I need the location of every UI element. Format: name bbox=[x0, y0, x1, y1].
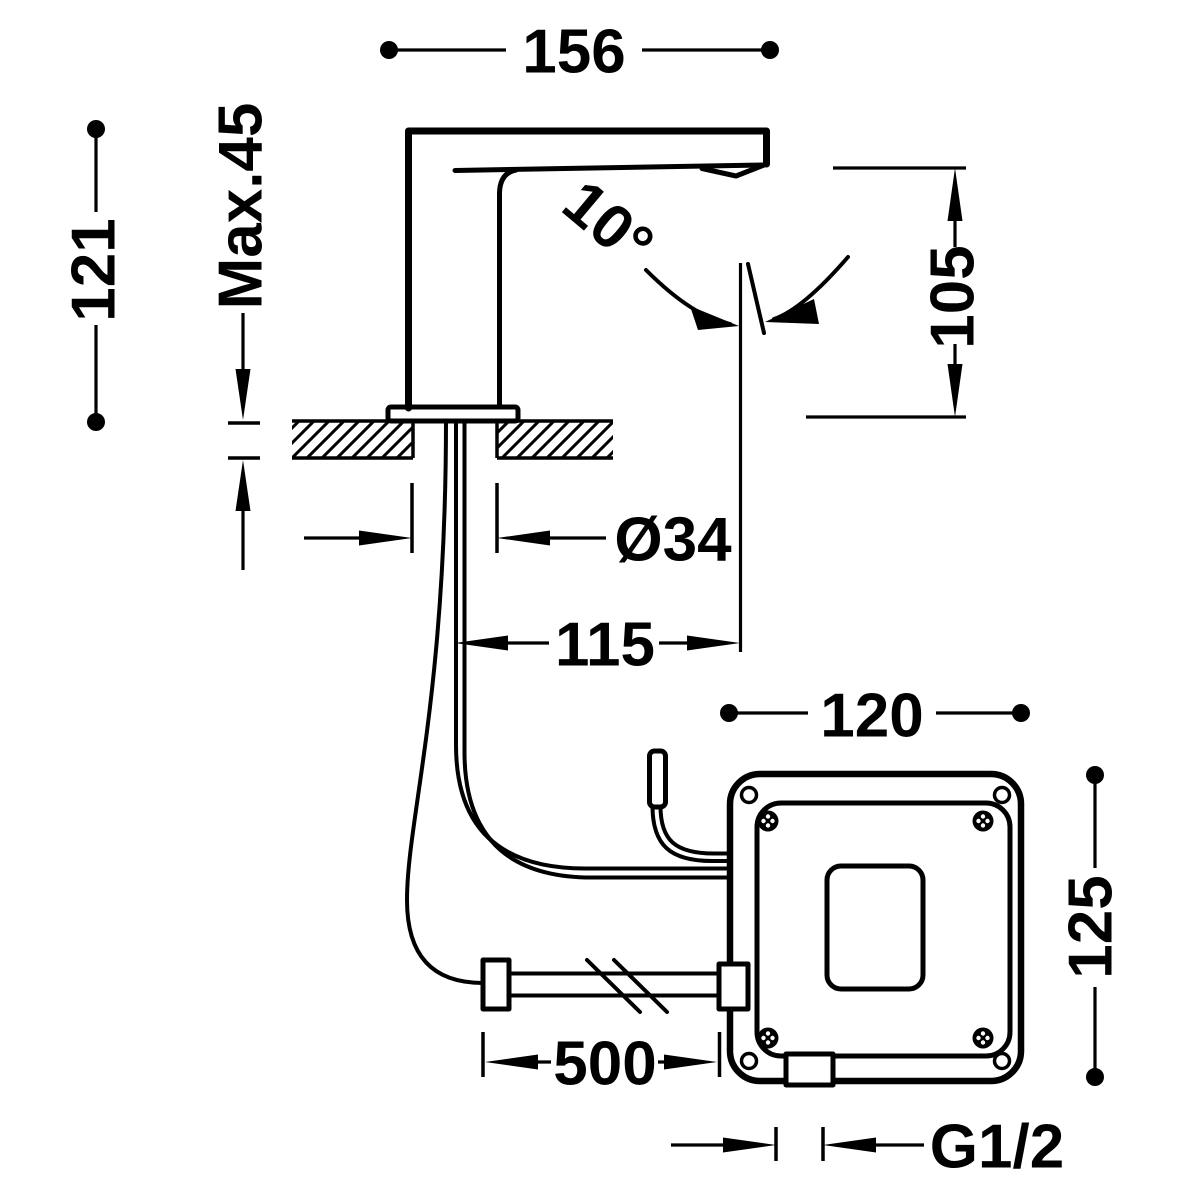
stream-tilted-line bbox=[746, 262, 766, 335]
spout-aerator bbox=[699, 162, 767, 179]
screw-top-right bbox=[972, 810, 994, 832]
mounting-deck bbox=[292, 419, 613, 460]
dim-box-height: 125 bbox=[1057, 766, 1126, 1086]
dim-hose-length-label: 500 bbox=[553, 1030, 656, 1099]
sensor-plug bbox=[647, 748, 668, 810]
stream-angle-annotation: 10° bbox=[550, 167, 850, 652]
screw-bottom-left bbox=[757, 1027, 779, 1049]
dim-box-height-label: 125 bbox=[1057, 875, 1126, 978]
dim-outlet-height-label: 105 bbox=[919, 245, 988, 348]
control-box bbox=[716, 770, 1025, 1088]
corner-hole-top-left bbox=[739, 785, 759, 805]
dim-height-label: 121 bbox=[60, 218, 129, 321]
dim-box-width-label: 120 bbox=[820, 682, 923, 751]
dim-deck-thickness-label: Max.45 bbox=[207, 103, 276, 310]
angle-arc-left bbox=[644, 268, 732, 326]
dim-hose-length: 500 bbox=[481, 1030, 722, 1099]
angle-label: 10° bbox=[550, 167, 666, 280]
dim-box-width: 120 bbox=[720, 682, 1030, 751]
corner-hole-bottom-right bbox=[992, 1051, 1012, 1071]
dim-spout-reach-label: 115 bbox=[555, 611, 655, 680]
angle-arrow-left bbox=[690, 306, 739, 330]
control-box-window bbox=[824, 863, 926, 992]
faucet-body-outline bbox=[405, 127, 770, 412]
dim-hole-diameter: Ø34 bbox=[304, 483, 732, 575]
dim-deck-thickness: Max.45 bbox=[207, 103, 276, 570]
dim-spout-length-label: 156 bbox=[522, 18, 625, 87]
hose-to-box bbox=[506, 971, 727, 998]
faucet-body-inner-edge bbox=[497, 167, 519, 410]
screw-top-left bbox=[757, 810, 779, 832]
angle-arrow-right bbox=[765, 299, 819, 324]
dim-height: 121 bbox=[60, 120, 129, 431]
cover-screws bbox=[757, 810, 994, 1049]
deck-hatch-right bbox=[497, 421, 613, 458]
supply-hose-loop bbox=[404, 418, 485, 985]
deck-hole-edges bbox=[411, 421, 499, 458]
hose-fitting bbox=[480, 957, 512, 1012]
dim-outlet-height: 105 bbox=[806, 166, 988, 419]
dim-spout-reach: 115 bbox=[455, 611, 740, 680]
hoses-and-cables bbox=[404, 418, 744, 998]
sensor-cable-line1 bbox=[650, 804, 744, 863]
sensor-cable-line2 bbox=[658, 804, 744, 856]
dim-thread-size-label: G1/2 bbox=[930, 1113, 1064, 1182]
dim-thread-size: G1/2 bbox=[671, 1113, 1064, 1182]
faucet-base-flange bbox=[385, 404, 521, 424]
corner-hole-bottom-left bbox=[739, 1051, 759, 1071]
dim-hole-diameter-label: Ø34 bbox=[614, 506, 732, 575]
pipe-break-symbol bbox=[585, 958, 669, 1014]
deck-surface-lines bbox=[292, 419, 613, 460]
control-cable-line2 bbox=[462, 418, 744, 880]
spout-underside bbox=[452, 162, 767, 173]
box-outlet-thread bbox=[783, 1051, 836, 1088]
deck-hatch-left bbox=[292, 421, 413, 458]
screw-bottom-right bbox=[972, 1027, 994, 1049]
box-inlet-connector bbox=[716, 961, 751, 1012]
dim-spout-length: 156 bbox=[380, 18, 779, 87]
corner-hole-top-right bbox=[992, 785, 1012, 805]
faucet bbox=[385, 127, 770, 424]
